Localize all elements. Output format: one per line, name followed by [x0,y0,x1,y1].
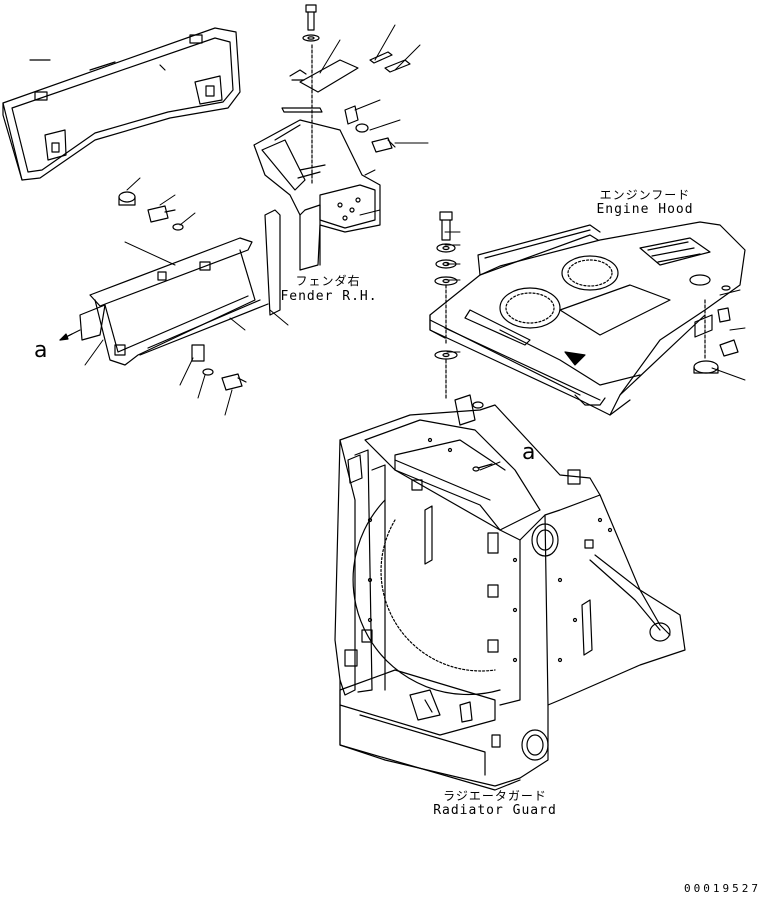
engine-hood-label-jp: エンジンフード [599,188,691,202]
hood-fasteners [434,211,458,401]
engine-hood-part [429,221,746,416]
radiator-guard-label-jp: ラジエータガード [443,789,547,803]
reference-callout-right: a [522,440,536,465]
reference-arrow [59,333,73,341]
radiator-guard-part [334,394,686,791]
fender-label-jp: フェンダ右 [295,274,361,288]
side-cover-part [79,191,269,391]
bracket-assembly-part [253,4,411,316]
engine-hood-label-en: Engine Hood [596,202,694,217]
fender-panel-part [2,27,241,181]
fender-label-en: Fender R.H. [280,289,378,304]
reference-callout-left: a [34,338,48,363]
leader-lines [59,24,746,471]
document-number: 00019527 [684,882,761,895]
radiator-guard-label-en: Radiator Guard [433,803,557,818]
